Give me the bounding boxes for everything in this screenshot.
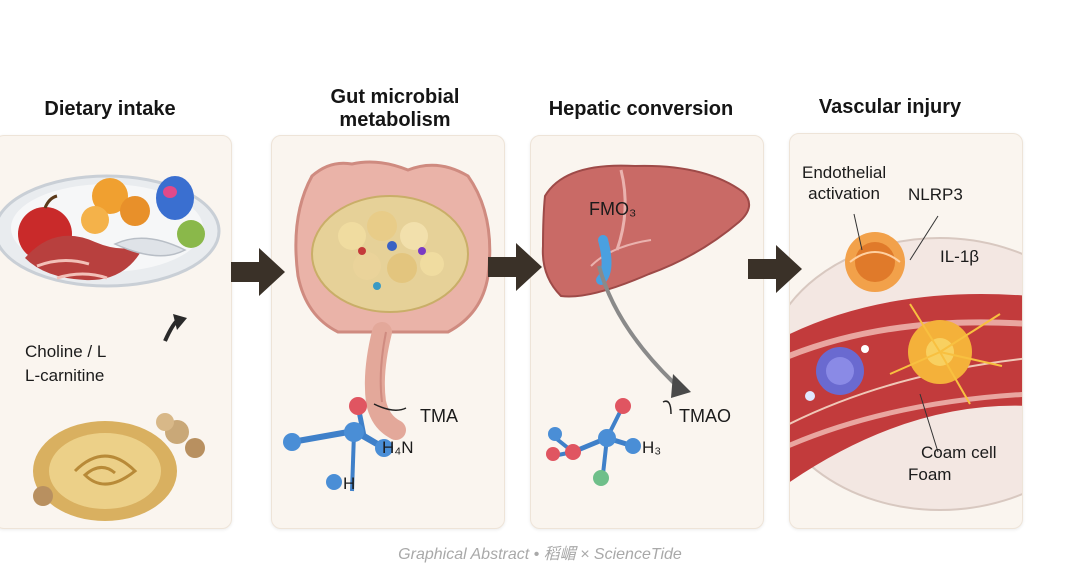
tma-label: TMA	[420, 406, 458, 426]
stage-title-gut-microbial-metabolism: Gut microbial metabolism	[330, 86, 460, 131]
il1b-label: IL-1β	[940, 247, 980, 266]
fmo3-label: FMO₃	[589, 199, 637, 219]
panel-vascular-injury	[789, 133, 1023, 529]
h4n-label: H₄N	[382, 438, 414, 457]
tmao-label: TMAO	[679, 406, 731, 426]
stage-title-dietary-intake: Dietary intake	[44, 98, 176, 120]
stage-title-hepatic-conversion: Hepatic conversion	[548, 98, 734, 120]
flow-arrow-1	[231, 248, 285, 296]
intestine-illustration	[283, 160, 492, 492]
h-label: H	[343, 474, 356, 493]
foam-cell-label: Coam cell	[921, 443, 997, 462]
panel-gut-microbial-metabolism	[271, 135, 505, 529]
endothelial-activation-label: Endothelial activation	[802, 163, 887, 203]
liver-illustration	[541, 164, 750, 486]
panel-hepatic-conversion	[530, 135, 764, 529]
blood-vessel-illustration	[790, 213, 1022, 511]
flow-arrow-3	[748, 245, 802, 293]
panel-dietary-intake	[0, 135, 232, 529]
foam-label: Foam	[908, 465, 952, 484]
footer-credit: Graphical Abstract • 稻嵋 × ScienceTide	[398, 546, 682, 563]
nlrp3-label: NLRP3	[908, 185, 963, 204]
food-plate-illustration	[0, 174, 221, 521]
tmao-h3-label: H₃	[642, 438, 662, 457]
stage-title-vascular-injury: Vascular injury	[818, 96, 962, 118]
flow-arrow-2	[488, 243, 542, 291]
carnitine-label: L-carnitine	[25, 366, 105, 385]
choline-label: Choline / L	[25, 342, 107, 361]
